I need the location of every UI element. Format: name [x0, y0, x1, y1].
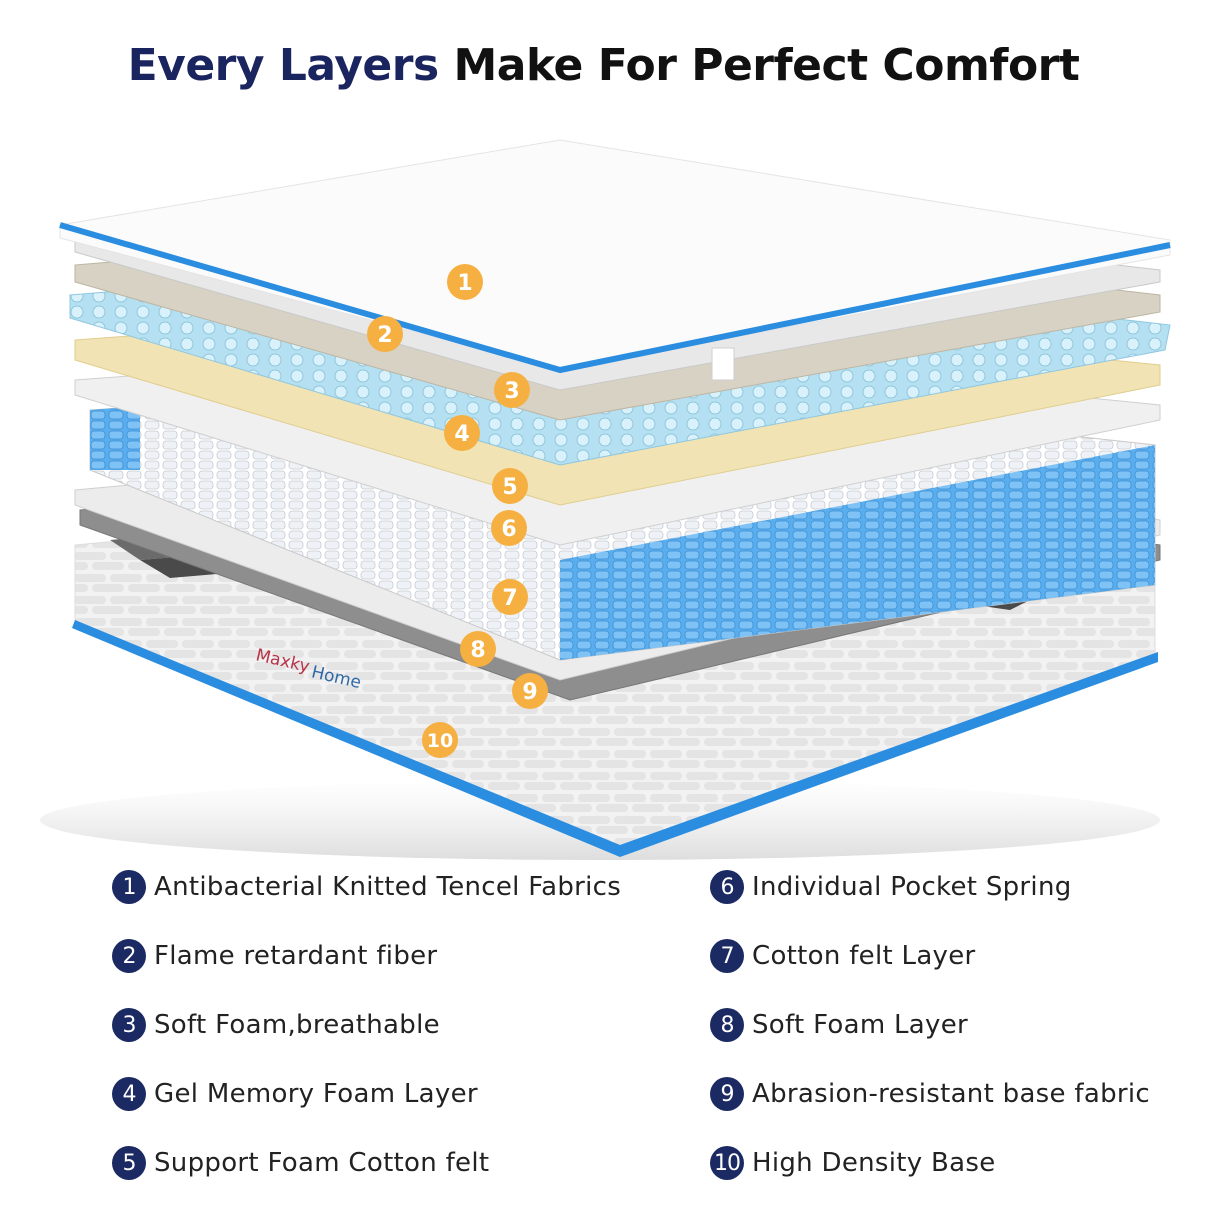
layer-badge-8: 8	[460, 631, 496, 667]
layer-badge-4: 4	[444, 415, 480, 451]
badge-3-label: 3	[504, 379, 519, 404]
care-tag	[711, 347, 735, 381]
layer-badge-5: 5	[492, 468, 528, 504]
legend-text: Antibacterial Knitted Tencel Fabrics	[154, 872, 622, 902]
layer-legend: 1 Antibacterial Knitted Tencel Fabrics 2…	[0, 862, 1207, 1192]
legend-item-6: 6 Individual Pocket Spring	[710, 867, 1072, 907]
legend-number: 6	[710, 870, 744, 904]
legend-text: High Density Base	[752, 1148, 996, 1178]
legend-item-1: 1 Antibacterial Knitted Tencel Fabrics	[112, 867, 621, 907]
legend-item-4: 4 Gel Memory Foam Layer	[112, 1074, 478, 1114]
legend-text: Soft Foam Layer	[752, 1010, 969, 1040]
layer-badge-7: 7	[492, 579, 528, 615]
legend-number: 3	[112, 1008, 146, 1042]
legend-item-9: 9 Abrasion-resistant base fabric	[710, 1074, 1150, 1114]
legend-text: Gel Memory Foam Layer	[154, 1079, 478, 1109]
legend-text: Soft Foam,breathable	[154, 1010, 440, 1040]
legend-item-2: 2 Flame retardant fiber	[112, 936, 437, 976]
legend-number: 9	[710, 1077, 744, 1111]
layer-badge-3: 3	[494, 372, 530, 408]
layer-1-tencel-top	[59, 139, 1171, 381]
badge-10-label: 10	[427, 730, 453, 752]
title-accent: Every Layers	[127, 40, 440, 91]
badge-6-label: 6	[501, 517, 516, 542]
legend-item-7: 7 Cotton felt Layer	[710, 936, 976, 976]
badge-1-label: 1	[457, 271, 472, 296]
badge-5-label: 5	[502, 475, 517, 500]
legend-text: Cotton felt Layer	[752, 941, 976, 971]
legend-number: 10	[710, 1146, 744, 1180]
legend-number: 1	[112, 870, 146, 904]
page-title: Every Layers Make For Perfect Comfort	[0, 40, 1207, 91]
layer-badge-6: 6	[491, 510, 527, 546]
layer-badge-10: 10	[422, 722, 458, 758]
layer-badge-2: 2	[367, 316, 403, 352]
badge-7-label: 7	[502, 586, 517, 611]
badge-2-label: 2	[377, 323, 392, 348]
legend-item-3: 3 Soft Foam,breathable	[112, 1005, 440, 1045]
mattress-illustration: Maxky Home 1 2 3 4 5 6 7 8 9 10	[40, 139, 1171, 860]
badge-9-label: 9	[522, 680, 537, 705]
legend-text: Support Foam Cotton felt	[154, 1148, 490, 1178]
title-rest: Make For Perfect Comfort	[453, 40, 1080, 91]
legend-text: Abrasion-resistant base fabric	[752, 1079, 1150, 1109]
layer-badge-9: 9	[512, 673, 548, 709]
legend-number: 2	[112, 939, 146, 973]
legend-text: Flame retardant fiber	[154, 941, 438, 971]
legend-number: 8	[710, 1008, 744, 1042]
layer-badge-1: 1	[447, 264, 483, 300]
badge-8-label: 8	[470, 638, 485, 663]
legend-number: 4	[112, 1077, 146, 1111]
legend-item-5: 5 Support Foam Cotton felt	[112, 1143, 489, 1183]
legend-text: Individual Pocket Spring	[752, 872, 1072, 902]
legend-number: 7	[710, 939, 744, 973]
legend-item-10: 10 High Density Base	[710, 1143, 996, 1183]
legend-number: 5	[112, 1146, 146, 1180]
legend-item-8: 8 Soft Foam Layer	[710, 1005, 968, 1045]
badge-4-label: 4	[454, 422, 469, 447]
